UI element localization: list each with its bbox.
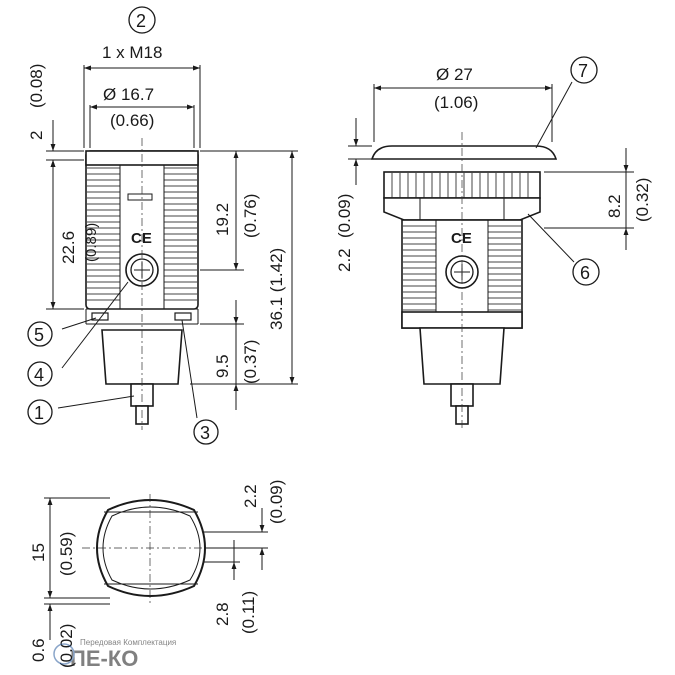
svg-text:2: 2 — [136, 11, 146, 31]
thread-right — [164, 167, 198, 301]
watermark-brand: ПЕ-КО — [70, 646, 138, 671]
side-view: CE Ø 27 (1.06) 2.2 (0.09) 8.2 (0.32 — [335, 65, 652, 430]
callout-4: 4 — [27, 361, 53, 387]
section-height-label: 15 — [29, 543, 48, 562]
lower-length-label: 9.5 — [213, 354, 232, 378]
side-diameter-inch: (1.06) — [434, 93, 478, 112]
watermark-tagline: Передовая Комплектация — [80, 638, 176, 647]
front-diameter-inch: (0.66) — [110, 111, 154, 130]
mounting-cap — [370, 145, 558, 160]
flat-top-inch: (0.09) — [267, 480, 286, 524]
thread-length-label: 22.6 — [59, 231, 78, 264]
section-outline-inner — [102, 506, 201, 590]
flat-bottom-label: 2.8 — [213, 602, 232, 626]
svg-text:3: 3 — [200, 423, 210, 443]
led-window — [127, 193, 153, 201]
callout-2: 2 — [128, 6, 156, 34]
led-left — [91, 312, 109, 321]
nut-height-label: 8.2 — [605, 194, 624, 218]
ce-mark-side: CE — [451, 230, 472, 247]
callout-1: 1 — [27, 399, 53, 425]
total-length-label: 36.1 (1.42) — [267, 248, 286, 330]
thread-left — [86, 167, 120, 301]
svg-text:6: 6 — [580, 263, 590, 283]
flat-top-label: 2.2 — [241, 484, 260, 508]
lower-length-inch: (0.37) — [241, 340, 260, 384]
head-height-inch: (0.09) — [335, 194, 354, 238]
watermark: Передовая Комплектация ПЕ-КО — [53, 638, 176, 671]
front-view: CE 1 x M18 Ø 16.7 (0.66) — [27, 43, 298, 430]
head-height-label: 2.2 — [335, 248, 354, 272]
front-diameter-label: Ø 16.7 — [103, 85, 154, 104]
inner-length-inch: (0.76) — [241, 194, 260, 238]
section-view: 15 (0.59) 0.6 (0.02) 2.2 (0.09) 2.8 (0.1… — [29, 480, 286, 668]
svg-text:7: 7 — [578, 61, 588, 81]
callout-3: 3 — [193, 419, 219, 445]
side-diameter-label: Ø 27 — [436, 65, 473, 84]
inner-length-label: 19.2 — [213, 203, 232, 236]
led-right — [174, 312, 192, 321]
top-offset-label: 2 — [27, 131, 46, 140]
svg-text:4: 4 — [34, 365, 44, 385]
svg-text:5: 5 — [34, 325, 44, 345]
thread-size-label: 1 x M18 — [102, 43, 162, 62]
section-outline-outer — [96, 499, 206, 597]
bottom-offset-inch: (0.02) — [57, 624, 76, 668]
nut-height-inch: (0.32) — [633, 178, 652, 222]
ce-mark-front: CE — [131, 230, 152, 247]
bottom-offset-label: 0.6 — [29, 638, 48, 662]
thread-length-inch-2: (0.89) — [83, 223, 100, 262]
top-offset-inch: (0.08) — [27, 64, 46, 108]
section-height-inch: (0.59) — [57, 532, 76, 576]
callout-5: 5 — [27, 321, 53, 347]
callout-7: 7 — [570, 56, 598, 84]
svg-text:1: 1 — [34, 403, 44, 423]
callout-6: 6 — [572, 258, 600, 286]
flat-bottom-inch: (0.11) — [239, 591, 258, 634]
